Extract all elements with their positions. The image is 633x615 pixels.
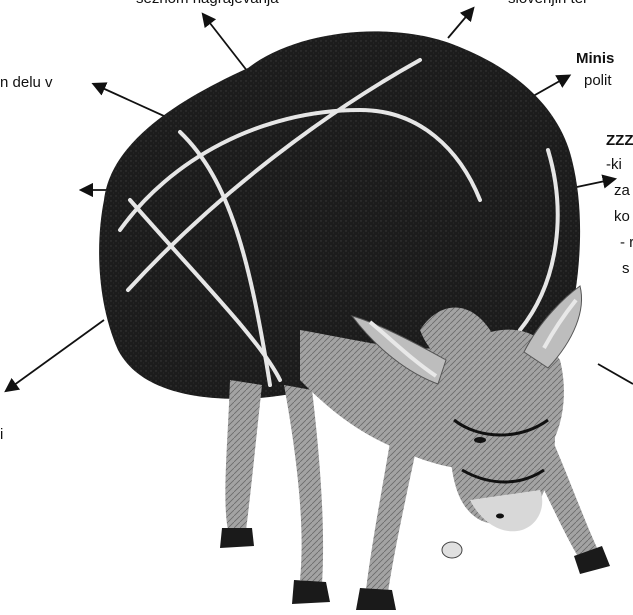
arrow-right-middle [572, 180, 610, 188]
label-top-left: seznom nagrajevanja [136, 0, 279, 10]
label-right-1-line1: Minis [576, 48, 614, 70]
arrow-top-right [448, 12, 470, 38]
arrow-right-lower [598, 364, 633, 384]
label-right-2-line5: - r [620, 232, 633, 254]
label-top-right: slovenjih ter [508, 0, 588, 10]
label-left-middle: n delu v [0, 72, 53, 94]
label-right-2-line1: ZZZ [606, 130, 633, 152]
label-right-1-line2: polit [584, 70, 612, 92]
label-right-2-line3: za [614, 180, 630, 202]
label-right-2-line6: s [622, 258, 630, 280]
label-right-2-line4: ko [614, 206, 630, 228]
arrow-left-lower [10, 320, 104, 388]
label-bottom-left: i [0, 424, 3, 446]
label-right-2-line2: -ki [606, 154, 622, 176]
arrow-top-left [206, 18, 248, 72]
